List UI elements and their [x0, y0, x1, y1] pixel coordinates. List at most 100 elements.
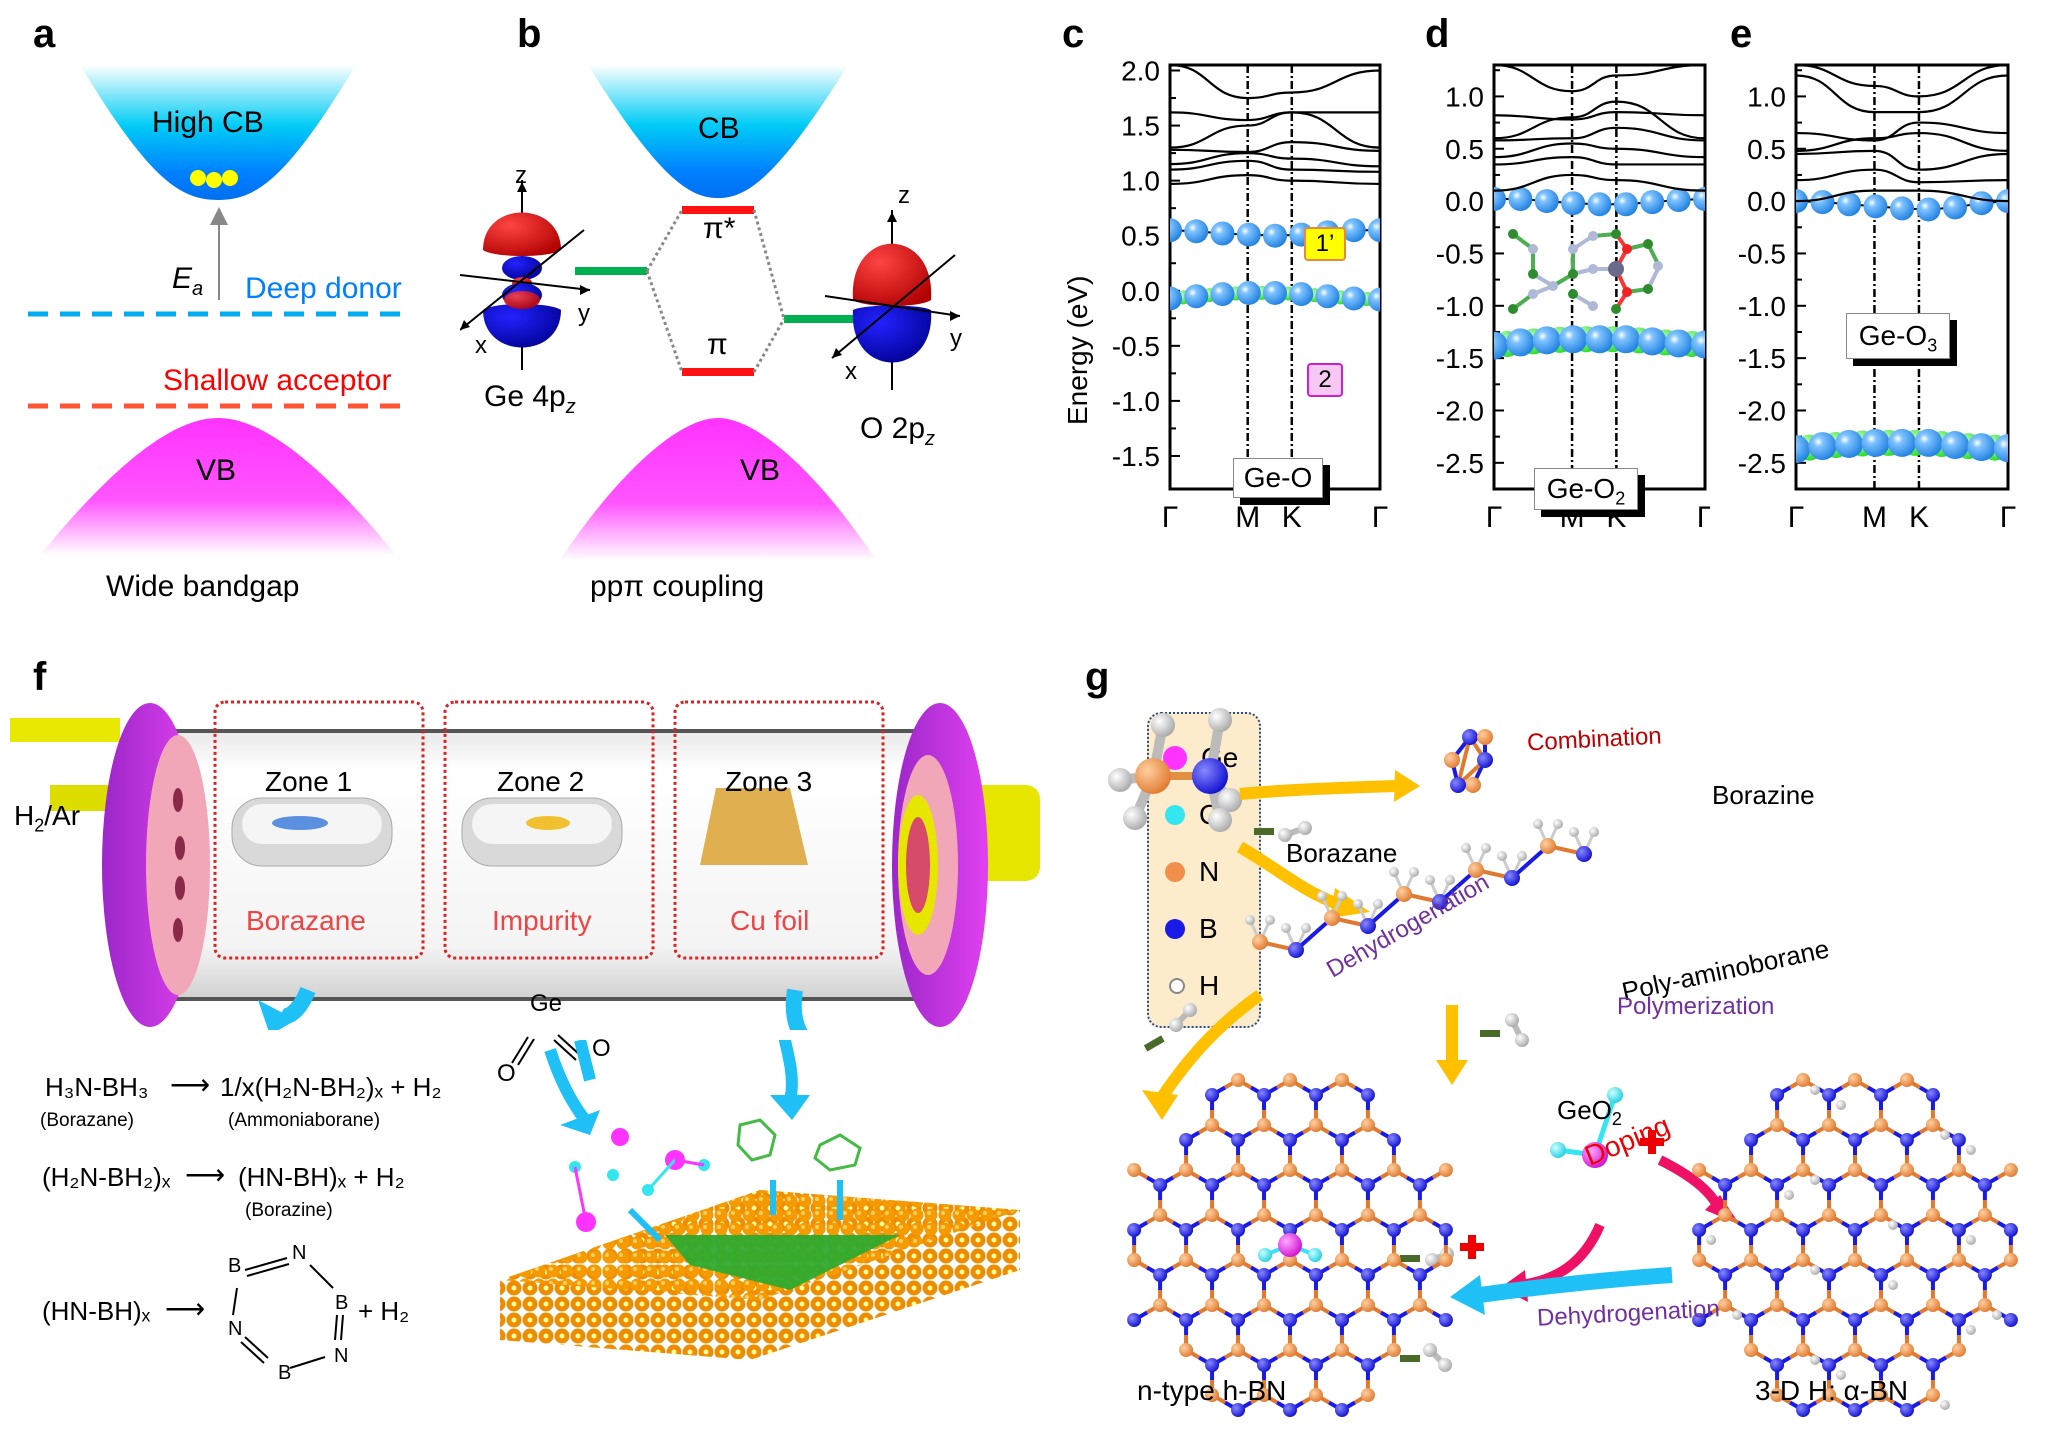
y-tick-label: -1.0: [1112, 386, 1160, 417]
reaction-2-lhs: (H₂N-BH₂)ₓ: [42, 1162, 171, 1192]
projected-weight-point: [1640, 190, 1665, 215]
n-atom: [1231, 1163, 1246, 1177]
config-box-ge-o: Ge-O: [1233, 458, 1323, 498]
x-tick-label: Γ: [1372, 501, 1389, 534]
n-atom: [1412, 1298, 1427, 1312]
b-atom: [2003, 1223, 2018, 1237]
reaction-2-rhs-note: (Borazine): [245, 1200, 333, 1221]
dehydrogenation-arrow-1: [1155, 990, 1264, 1104]
band-line: [1494, 65, 1705, 93]
geo2-o-atom: O: [497, 1060, 516, 1087]
correlation-line: [645, 209, 684, 272]
n-atom: [1899, 1253, 1914, 1267]
b-atom: [1925, 1268, 1940, 1282]
b-atom: [1718, 1178, 1733, 1192]
impurity-powder: [526, 816, 570, 830]
n-atom: [1308, 1208, 1323, 1222]
b-atom: [1179, 1133, 1194, 1147]
pi-star-level: [682, 206, 754, 214]
y-tick-label: 0.5: [1445, 134, 1484, 165]
n-atom: [2003, 1253, 2018, 1267]
plus-icon: [1460, 1235, 1484, 1259]
ea-subscript: a: [192, 278, 204, 300]
y-tick-label: -1.0: [1738, 291, 1786, 322]
legend-label: B: [1199, 913, 1218, 944]
n-atom: [1231, 1343, 1246, 1357]
y-tick-label: 0.5: [1121, 221, 1160, 252]
h-atom: [1265, 915, 1275, 925]
x-tick-label: M: [1862, 501, 1887, 534]
b-atom: [1796, 1223, 1811, 1237]
n-atom: [1925, 1388, 1940, 1402]
b-atom: [1822, 1178, 1837, 1192]
b-atom: [1873, 1178, 1888, 1192]
y-tick-label: 2.0: [1121, 56, 1160, 87]
b-atom: [1360, 1358, 1375, 1372]
b-atom: [1822, 1268, 1837, 1282]
config-box-sub: 2: [1615, 488, 1626, 509]
h-atom: [1445, 875, 1455, 885]
gas-sub: 2: [34, 815, 45, 836]
reaction-2-rhs: (HN-BH)ₓ + H₂: [238, 1162, 405, 1192]
b-atom: [1899, 1403, 1914, 1417]
h-atom: [1301, 923, 1311, 933]
y-tick-label: -2.0: [1738, 395, 1786, 426]
projected-weight-point: [1236, 280, 1261, 305]
ge-axis-z: z: [515, 162, 527, 189]
h2-molecule-icon: [1169, 1003, 1197, 1032]
b-atom: [1504, 870, 1520, 886]
config-box-sub: 3: [1927, 335, 1938, 356]
shallow-acceptor-label: Shallow acceptor: [163, 364, 392, 397]
projected-weight-point: [1837, 192, 1861, 217]
b-atom: [1231, 1313, 1246, 1327]
n-atom: [1438, 1163, 1453, 1177]
n-atom: [1334, 1253, 1349, 1267]
h-atom: [1533, 819, 1543, 829]
projected-weight-point: [1368, 287, 1380, 312]
n-atom: [1283, 1253, 1297, 1267]
plot-frame: [1168, 63, 1382, 491]
projected-weight-point: [1969, 191, 1994, 216]
b-atom: [1848, 1313, 1862, 1327]
h-atom: [1965, 1325, 1976, 1335]
projected-weight-point: [1341, 286, 1366, 311]
band-line: [1494, 126, 1705, 142]
projected-weight-point: [1587, 192, 1612, 217]
projected-weight-point: [1210, 221, 1235, 246]
ge-axis-y: y: [578, 300, 590, 327]
b-atom: [1205, 1178, 1220, 1192]
h-atom: [1810, 1175, 1821, 1185]
ge-o2-structure-inset: [1508, 229, 1663, 314]
h-atom: [1589, 827, 1599, 837]
correlation-line: [752, 209, 786, 320]
correlation-line: [752, 318, 786, 373]
n-atom: [1257, 1208, 1272, 1222]
polyaminoborane-chain: [1245, 819, 1599, 958]
projected-weight-point: [1585, 325, 1614, 354]
h-atom: [1810, 1355, 1821, 1365]
h-atom: [1965, 1235, 1976, 1245]
cu-foil: [700, 788, 808, 865]
band-line: [1170, 65, 1380, 100]
h-atom: [1939, 1400, 1950, 1410]
conduction-band: [80, 65, 356, 200]
n-atom: [1412, 1208, 1427, 1222]
b-atom: [1127, 1313, 1142, 1327]
y-tick-label: 0.5: [1747, 134, 1786, 165]
n-atom: [1925, 1118, 1940, 1132]
n-type-hbn-lattice: [1127, 1073, 1453, 1417]
projected-weight-point: [1508, 187, 1533, 212]
b-atom: [1231, 1133, 1246, 1147]
n-atom: [1205, 1298, 1220, 1312]
n-atom: [1770, 1388, 1785, 1402]
y-tick-label: 1.0: [1121, 166, 1160, 197]
h-atom: [1481, 843, 1491, 853]
o-orbital-name: O 2p: [860, 412, 926, 445]
projected-weight-point: [1796, 435, 1810, 464]
band-line: [1796, 168, 2008, 184]
b-atom: [1822, 1088, 1837, 1102]
high-cb-label: High CB: [152, 106, 264, 139]
panel-label-e: e: [1730, 12, 1753, 56]
projected-weight-point: [1914, 428, 1943, 457]
